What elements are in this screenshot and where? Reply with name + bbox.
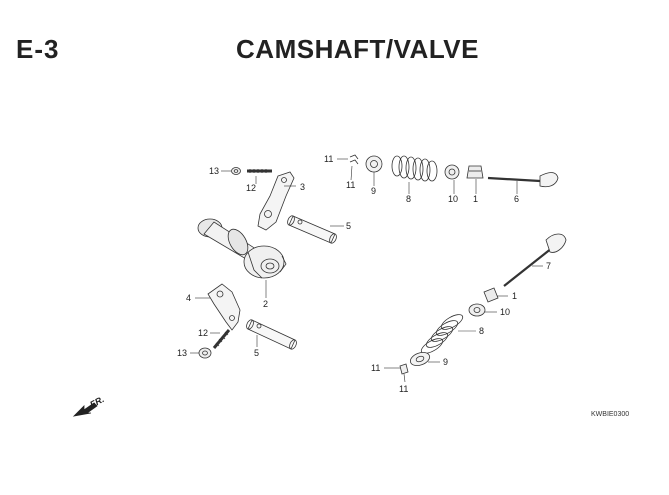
part-6-valve-intake <box>487 172 559 188</box>
front-direction-arrow <box>72 402 98 417</box>
part-13-nut-upper <box>231 167 241 175</box>
callout-7: 7 <box>546 261 551 271</box>
part-9-retainer-upper <box>365 155 383 173</box>
callout-11-upper-a: 11 <box>324 154 333 164</box>
callout-12-lower: 12 <box>198 328 208 338</box>
callout-13-upper: 13 <box>209 166 219 176</box>
callout-3: 3 <box>300 182 305 192</box>
page-title: CAMSHAFT/VALVE <box>236 34 479 64</box>
callout-8-lower: 8 <box>479 326 484 336</box>
part-1-seal-lower <box>483 287 499 303</box>
callout-5-upper: 5 <box>346 221 351 231</box>
section-code: E-3 <box>16 34 60 64</box>
document-code: KWBIE0300 <box>591 411 630 418</box>
part-9-retainer-lower <box>409 352 431 366</box>
part-12-bolt-upper <box>247 169 272 173</box>
part-10-seat-upper <box>444 164 460 180</box>
callout-9-lower: 9 <box>443 357 448 367</box>
callout-12-upper: 12 <box>246 183 256 193</box>
part-12-bolt-lower <box>212 329 231 349</box>
part-2-camshaft <box>197 218 287 279</box>
part-11-cotter-lower <box>399 363 409 375</box>
part-13-nut-lower <box>198 347 212 359</box>
part-8-spring-lower <box>420 314 464 354</box>
callout-5-lower: 5 <box>254 348 259 358</box>
callout-6: 6 <box>514 194 519 204</box>
part-7-valve-exhaust <box>503 233 567 287</box>
part-5-rocker-shaft-upper <box>287 215 337 244</box>
part-5-rocker-shaft-lower <box>246 319 297 350</box>
callout-2: 2 <box>263 299 268 309</box>
part-8-spring-upper <box>391 155 438 182</box>
part-3-rocker-arm <box>257 171 295 231</box>
callout-11-lower-b: 11 <box>399 384 408 394</box>
callout-9-upper: 9 <box>371 186 376 196</box>
part-4-rocker-arm-lower <box>207 283 241 331</box>
callout-1-upper: 1 <box>473 194 478 204</box>
part-10-seat-lower <box>468 303 486 317</box>
callout-10-upper: 10 <box>448 194 458 204</box>
callout-1-lower: 1 <box>512 291 517 301</box>
fr-label: FR. <box>88 394 105 410</box>
part-1-seal-upper <box>466 165 484 179</box>
callout-13-lower: 13 <box>177 348 187 358</box>
part-11-cotter-upper <box>349 154 359 165</box>
callout-4: 4 <box>186 293 191 303</box>
callout-8-upper: 8 <box>406 194 411 204</box>
callout-10-lower: 10 <box>500 307 510 317</box>
callout-11-upper-b: 11 <box>346 180 355 190</box>
callout-11-lower-a: 11 <box>371 363 380 373</box>
